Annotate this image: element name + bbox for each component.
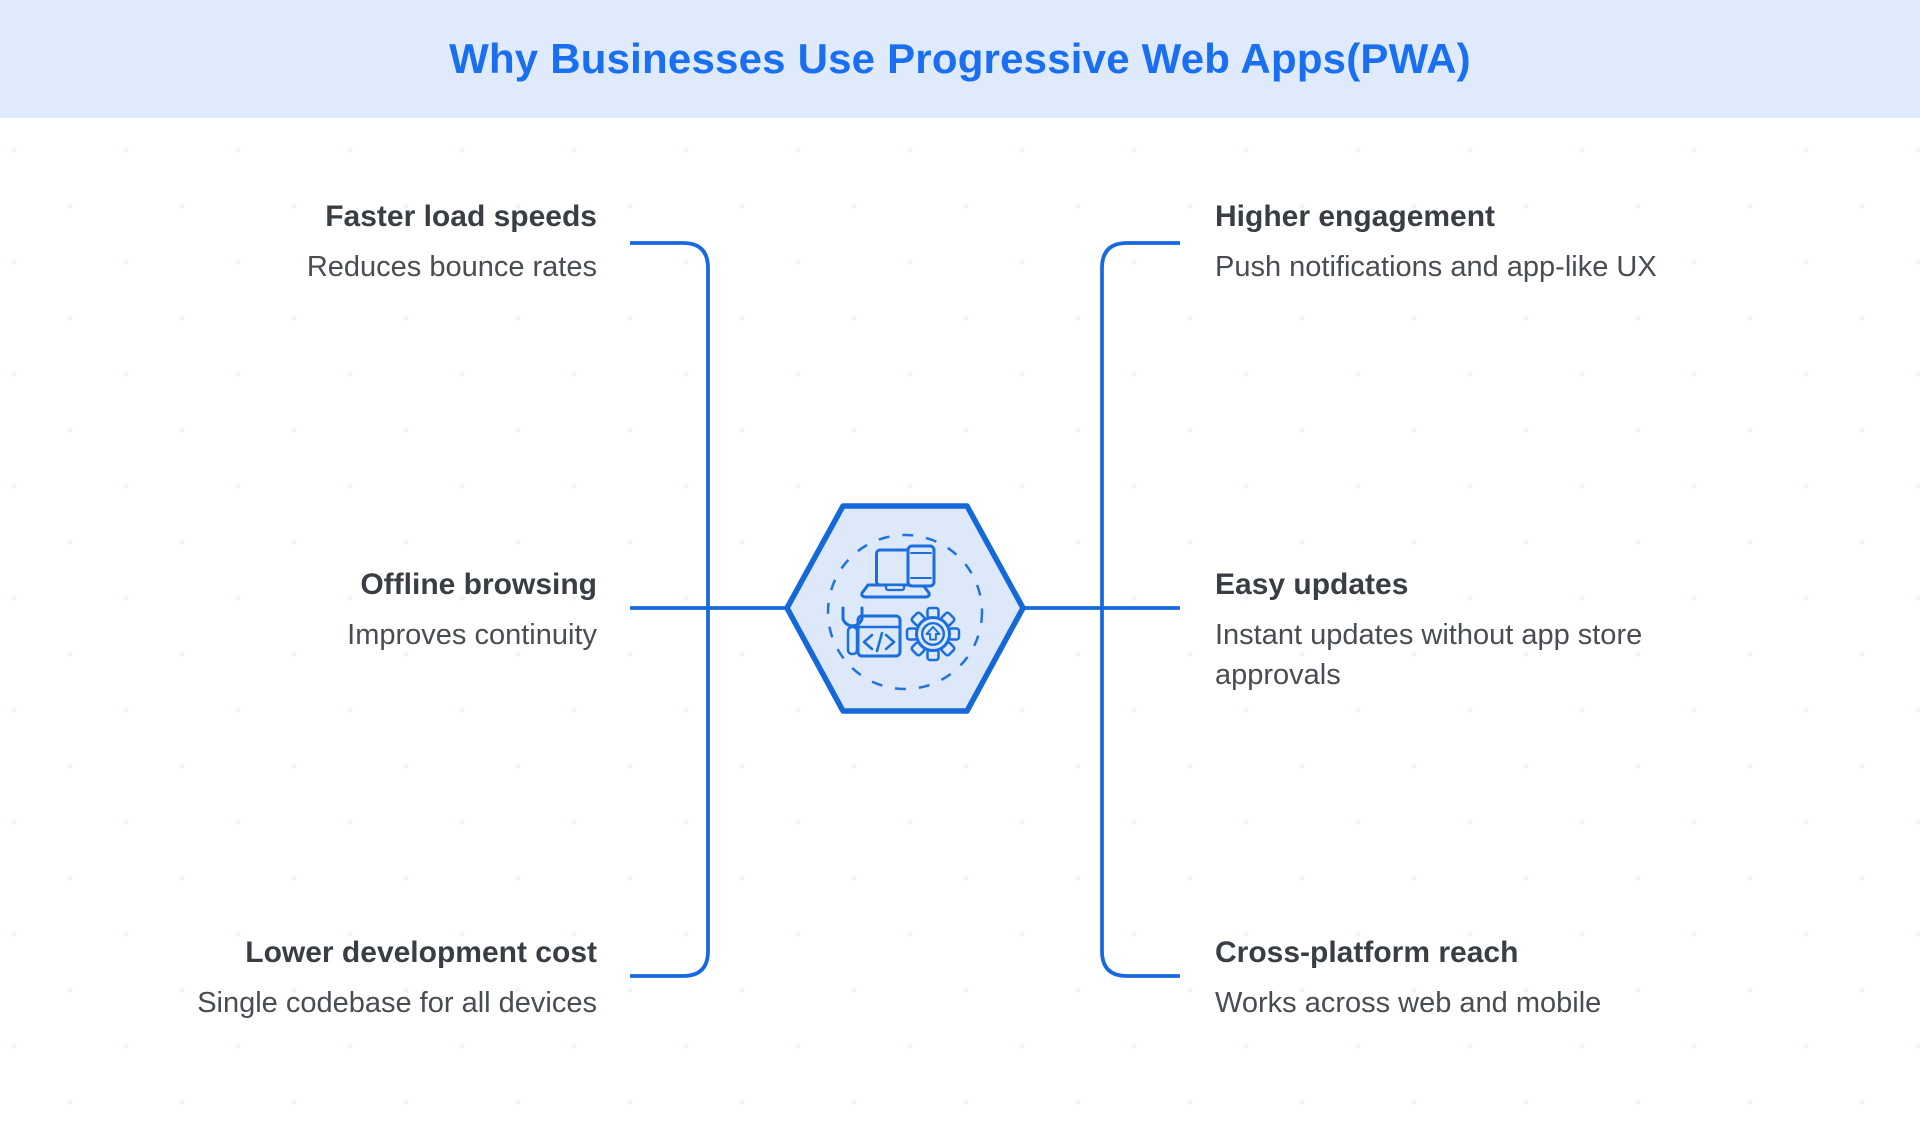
benefit-title: Easy updates xyxy=(1215,568,1409,601)
benefit-title: Lower development cost xyxy=(245,936,597,969)
benefit-subtitle: Works across web and mobile xyxy=(1215,987,1602,1019)
benefit-item-cross-platform-reach: Cross-platform reach Works across web an… xyxy=(1215,931,1735,1023)
phone-icon xyxy=(906,544,936,588)
hexagon-shape xyxy=(784,503,1026,714)
benefit-title: Cross-platform reach xyxy=(1215,936,1519,969)
laptop-notch-icon xyxy=(884,583,906,592)
code-window-icon xyxy=(856,614,902,658)
benefit-item-faster-load-speeds: Faster load speeds Reduces bounce rates xyxy=(77,195,597,287)
devices-icon xyxy=(860,544,936,599)
phone-screen-lines-icon xyxy=(910,552,932,579)
page-title: Why Businesses Use Progressive Web Apps(… xyxy=(449,35,1471,82)
connector-lines xyxy=(630,241,1180,978)
title-banner: Why Businesses Use Progressive Web Apps(… xyxy=(0,0,1920,118)
benefit-item-easy-updates: Easy updates Instant updates without app… xyxy=(1215,563,1735,695)
benefit-subtitle: Reduces bounce rates xyxy=(306,251,597,283)
dashed-circle xyxy=(826,533,984,691)
benefit-title: Faster load speeds xyxy=(325,200,597,233)
benefit-title: Offline browsing xyxy=(360,568,597,601)
benefit-item-offline-browsing: Offline browsing Improves continuity xyxy=(77,563,597,655)
benefit-item-higher-engagement: Higher engagement Push notifications and… xyxy=(1215,195,1735,287)
benefit-subtitle: Improves continuity xyxy=(347,619,597,651)
code-chevrons-icon xyxy=(862,631,896,653)
benefit-item-lower-development-cost: Lower development cost Single codebase f… xyxy=(77,931,597,1023)
benefit-subtitle: Instant updates without app store approv… xyxy=(1215,619,1643,691)
hexagon-badge xyxy=(784,503,1026,714)
benefit-title: Higher engagement xyxy=(1215,200,1496,233)
wrench-icon xyxy=(841,606,864,656)
benefit-subtitle: Push notifications and app-like UX xyxy=(1215,251,1657,283)
benefit-subtitle: Single codebase for all devices xyxy=(197,987,597,1019)
upload-arrow-icon xyxy=(925,626,941,641)
gear-upload-icon xyxy=(905,606,961,662)
